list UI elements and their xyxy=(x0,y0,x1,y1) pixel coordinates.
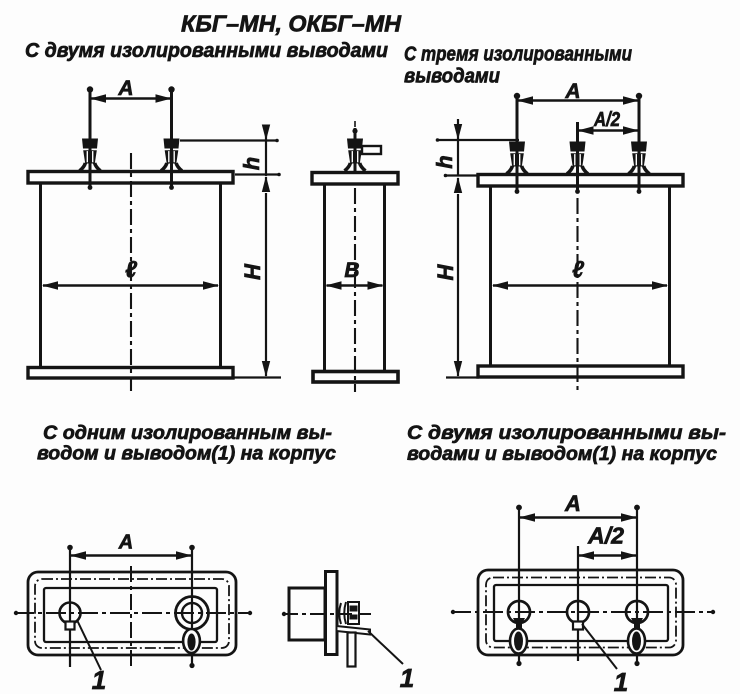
svg-text:ℓ: ℓ xyxy=(572,256,584,282)
svg-text:С одним изолированным вы-: С одним изолированным вы- xyxy=(43,423,332,444)
svg-text:h: h xyxy=(239,157,264,170)
svg-text:С двумя изолированными вы-: С двумя изолированными вы- xyxy=(407,423,726,444)
svg-text:водами и выводом(1) на корпус: водами и выводом(1) на корпус xyxy=(407,444,717,465)
svg-text:H: H xyxy=(433,263,458,280)
svg-text:1: 1 xyxy=(614,667,628,694)
svg-text:КБГ–МН, ОКБГ–МН: КБГ–МН, ОКБГ–МН xyxy=(181,11,401,37)
svg-text:1: 1 xyxy=(400,663,414,693)
svg-text:ℓ: ℓ xyxy=(125,256,137,282)
svg-text:A: A xyxy=(117,77,133,100)
svg-text:A: A xyxy=(118,532,133,554)
svg-text:1: 1 xyxy=(92,665,106,694)
svg-text:H: H xyxy=(240,263,265,280)
svg-text:водом и выводом(1) на корпус: водом и выводом(1) на корпус xyxy=(37,444,336,465)
svg-text:С тремя изолированными: С тремя изолированными xyxy=(404,44,632,66)
svg-text:A/2: A/2 xyxy=(587,523,624,549)
svg-text:A: A xyxy=(564,80,580,103)
svg-text:A: A xyxy=(564,491,581,516)
svg-text:выводами: выводами xyxy=(404,66,500,88)
svg-text:h: h xyxy=(432,155,457,168)
svg-text:A/2: A/2 xyxy=(593,109,620,131)
svg-text:С двумя изолированными выводам: С двумя изолированными выводами xyxy=(25,40,388,62)
svg-text:B: B xyxy=(344,259,359,282)
